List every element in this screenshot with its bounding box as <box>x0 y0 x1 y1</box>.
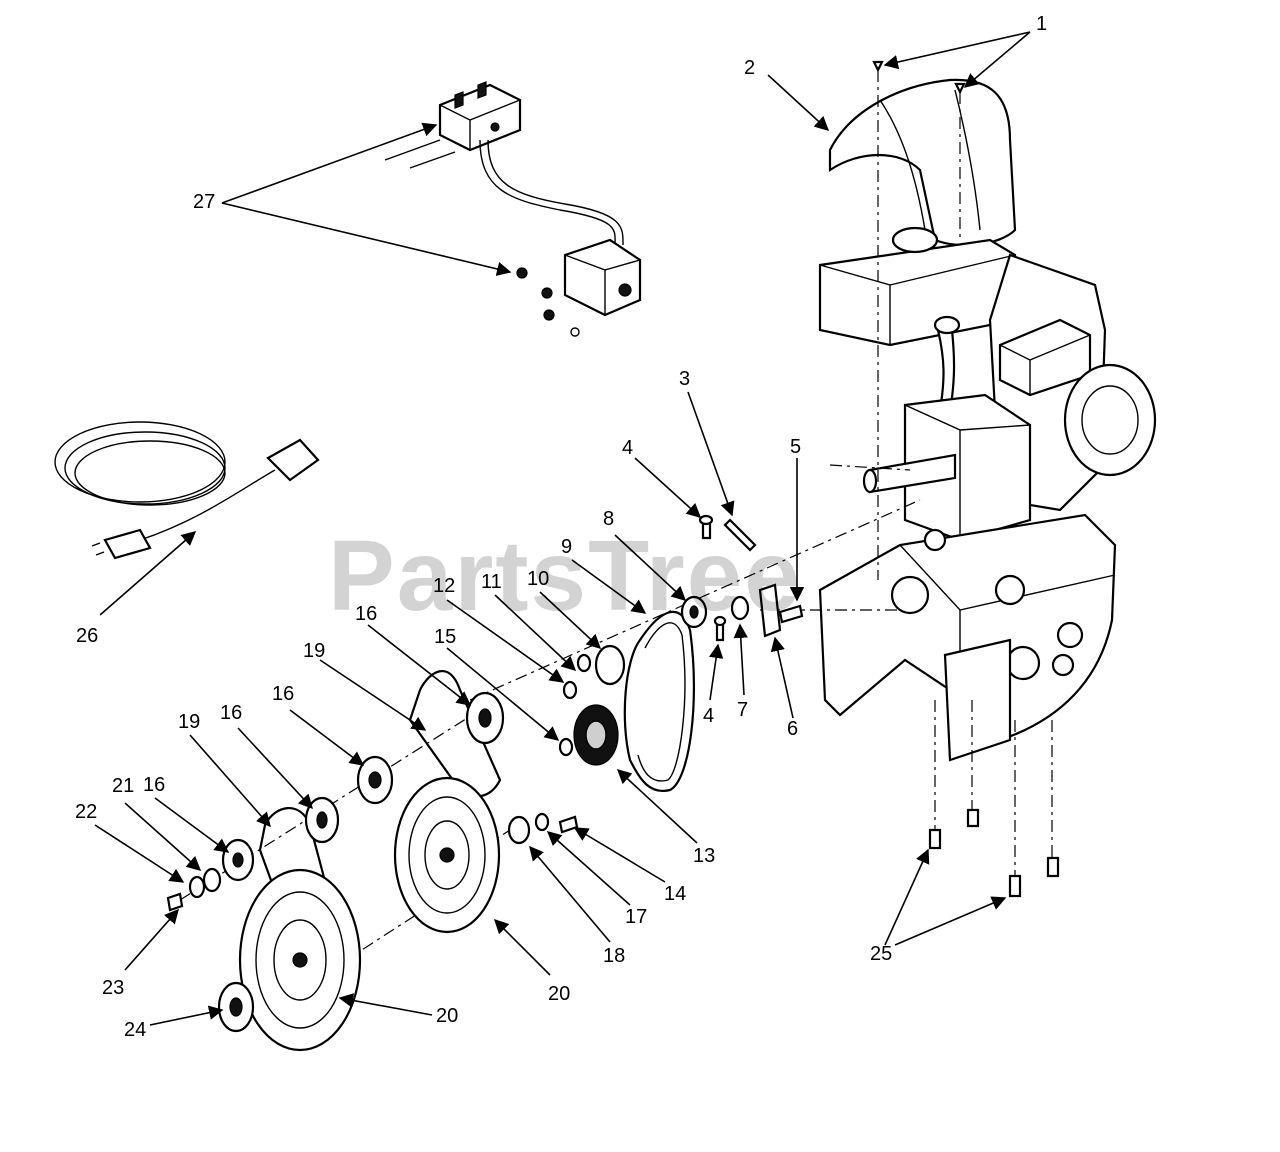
extension-cord <box>54 421 320 560</box>
callout-20: 20 <box>548 983 570 1005</box>
callout-16: 16 <box>355 603 377 625</box>
callout-12: 12 <box>433 575 455 597</box>
leader-lines <box>94 31 1031 1026</box>
callout-13: 13 <box>693 845 715 867</box>
bolts <box>166 60 1060 912</box>
callout-10: 10 <box>527 568 549 590</box>
callout-4: 4 <box>703 705 714 727</box>
callout-1: 1 <box>1036 13 1047 35</box>
callout-2: 2 <box>744 57 755 79</box>
pulley-20-upper <box>393 776 501 934</box>
callout-15: 15 <box>434 626 456 648</box>
callout-27: 27 <box>193 191 215 213</box>
callout-19: 19 <box>178 711 200 733</box>
callout-14: 14 <box>664 883 686 905</box>
callout-6: 6 <box>787 718 798 740</box>
engine-assembly <box>818 78 1157 542</box>
callout-20: 20 <box>436 1005 458 1027</box>
callout-4: 4 <box>622 437 633 459</box>
callout-21: 21 <box>112 775 134 797</box>
watermark: PartsTree <box>328 520 802 632</box>
callout-16: 16 <box>143 774 165 796</box>
callout-16: 16 <box>272 683 294 705</box>
callout-22: 22 <box>75 801 97 823</box>
callout-16: 16 <box>220 702 242 724</box>
callout-11: 11 <box>481 571 502 593</box>
callout-17: 17 <box>625 906 647 928</box>
callout-8: 8 <box>603 508 614 530</box>
frame-housing <box>818 513 1117 762</box>
callout-7: 7 <box>737 699 748 721</box>
callout-19: 19 <box>303 640 325 662</box>
callout-24: 24 <box>124 1019 146 1041</box>
pulley-13 <box>573 704 619 766</box>
callout-26: 26 <box>76 625 98 647</box>
callout-9: 9 <box>561 536 572 558</box>
washers <box>188 595 750 1033</box>
callout-23: 23 <box>102 977 124 999</box>
callout-5: 5 <box>790 436 801 458</box>
callout-18: 18 <box>603 945 625 967</box>
callout-3: 3 <box>679 368 690 390</box>
pulley-20-lower <box>238 868 362 1052</box>
callout-25: 25 <box>870 943 892 965</box>
callout-labels: 1 2 3 4 4 5 6 7 8 9 10 11 12 13 14 15 16… <box>75 13 1047 1041</box>
electric-starter <box>384 81 642 337</box>
